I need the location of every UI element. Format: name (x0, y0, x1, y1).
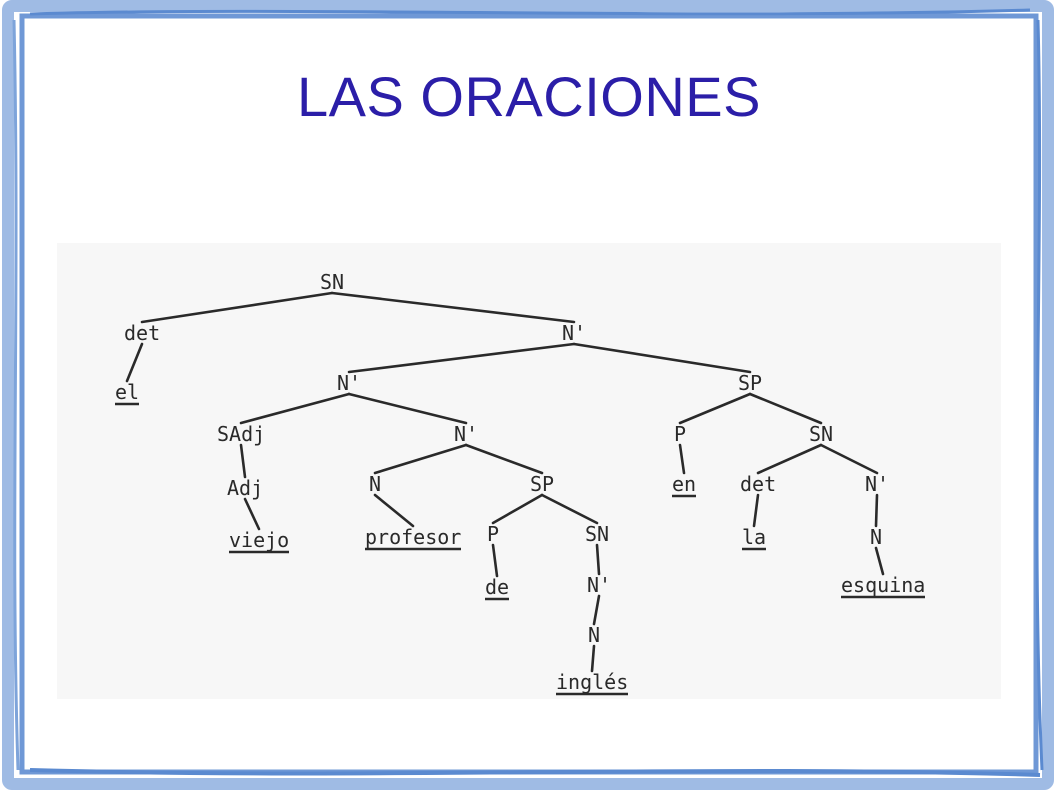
tree-edge-sn1-nbar1 (330, 291, 576, 324)
frame-right-brush (1035, 19, 1044, 771)
tree-node-en: en (672, 472, 696, 496)
tree-edge-n1-profesor (373, 493, 415, 528)
tree-node-nbar5: N' (587, 573, 611, 597)
tree-node-nbar2: N' (337, 371, 361, 395)
tree-edge-nbar2-sadj (239, 392, 351, 425)
tree-node-sadj: SAdj (217, 422, 265, 446)
tree-node-p1: P (674, 422, 686, 446)
tree-node-la: la (742, 525, 766, 549)
tree-node-adj: Adj (227, 476, 263, 500)
tree-node-p2: P (487, 522, 499, 546)
tree-node-sn2: SN (809, 422, 833, 446)
tree-edge-adj-viejo (243, 497, 261, 531)
tree-edge-nbar5-n3 (592, 594, 601, 626)
frame-top-brush (29, 8, 1031, 16)
tree-node-n2: N (870, 525, 882, 549)
tree-edge-sp1-sn2 (748, 392, 823, 425)
tree-edge-n2-esquina (874, 546, 885, 576)
tree-node-sp1: SP (738, 371, 762, 395)
tree-node-esquina: esquina (841, 573, 925, 597)
tree-node-viejo: viejo (229, 528, 289, 552)
tree-edge-sn3-nbar5 (595, 543, 601, 576)
tree-node-nbar4: N' (865, 472, 889, 496)
tree-node-profesor: profesor (365, 525, 461, 549)
tree-edge-det1-el (125, 342, 144, 383)
tree-edge-p2-de (491, 543, 499, 578)
tree-edge-nbar3-sp2 (464, 443, 544, 475)
tree-node-sn3: SN (585, 522, 609, 546)
tree-edge-nbar1-nbar2 (347, 342, 576, 374)
tree-node-sp2: SP (530, 472, 554, 496)
tree-edge-sp2-sn3 (540, 493, 599, 525)
tree-node-n1: N (369, 472, 381, 496)
frame-bottom-brush (29, 768, 1041, 777)
tree-node-de: de (485, 575, 509, 599)
tree-edge-sadj-adj (239, 443, 247, 479)
tree-edge-nbar4-n2 (874, 493, 879, 528)
tree-node-ingles: inglés (556, 670, 628, 694)
tree-edge-sp1-p1 (678, 392, 752, 425)
tree-edges (125, 291, 885, 673)
tree-node-sn1: SN (320, 270, 344, 294)
slide-title: LAS ORACIONES (297, 65, 761, 128)
tree-node-nbar3: N' (454, 422, 478, 446)
tree-node-det1: det (124, 321, 160, 345)
tree-edge-p1-en (678, 443, 686, 475)
tree-edge-sn2-nbar4 (819, 443, 879, 475)
tree-node-el: el (115, 380, 139, 404)
tree-edge-nbar1-sp1 (572, 342, 752, 374)
tree-edge-det2-la (752, 493, 760, 528)
tree-node-nbar1: N' (562, 321, 586, 345)
tree-edge-nbar3-n1 (373, 443, 468, 475)
frame-left-brush (12, 19, 20, 771)
tree-edge-sn2-det2 (756, 443, 823, 475)
tree-edge-nbar2-nbar3 (347, 392, 468, 425)
syntax-tree-svg: SNdetelN'N'SAdjAdjviejoN'NprofesorSPPdeS… (115, 270, 925, 696)
tree-edge-n3-ingles (590, 644, 596, 673)
tree-node-det2: det (740, 472, 776, 496)
tree-edge-sn1-det1 (140, 291, 334, 324)
tree-node-n3: N (588, 623, 600, 647)
tree-nodes: SNdetelN'N'SAdjAdjviejoN'NprofesorSPPdeS… (115, 270, 925, 696)
tree-edge-sp2-p2 (491, 493, 544, 525)
